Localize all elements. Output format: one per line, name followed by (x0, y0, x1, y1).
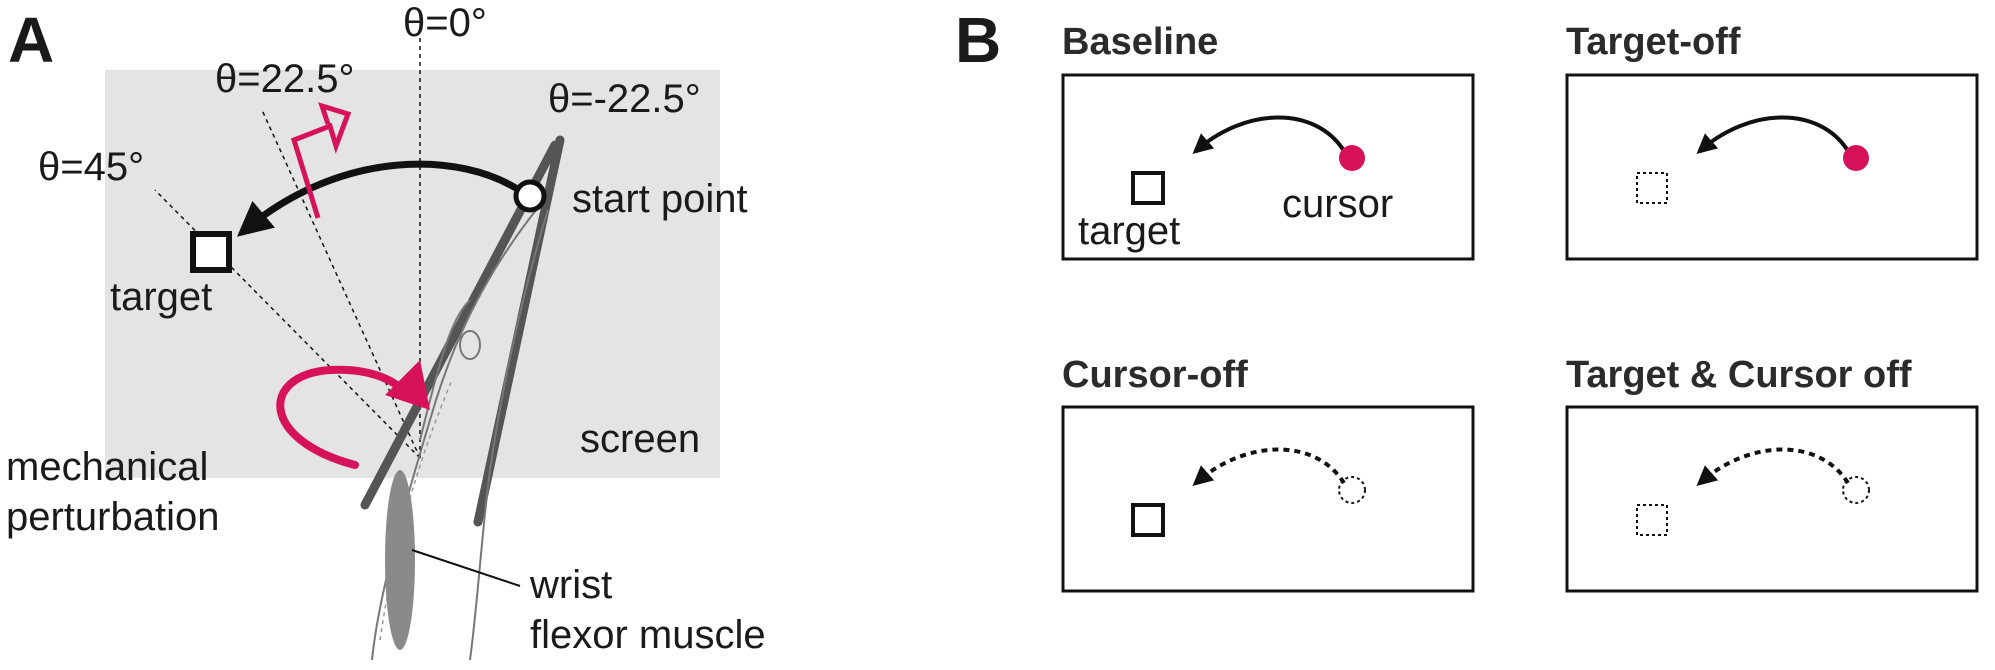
angle-0-label: θ=0° (403, 1, 487, 45)
target-square-icon (190, 231, 232, 273)
cursor-dot-icon (1339, 145, 1365, 171)
condition-title: Cursor-off (1062, 354, 1248, 396)
condition-baseline: Baseline target cursor (1061, 21, 1475, 261)
panel-a: A screen wrist flexor muscle start p (6, 1, 766, 661)
reach-arrow (236, 160, 524, 237)
cursor-label: cursor (1282, 182, 1393, 226)
hidden-cursor-icon (1338, 476, 1366, 504)
hidden-cursor-icon (1842, 476, 1870, 504)
target-label: target (1078, 209, 1180, 253)
movement-path (1192, 447, 1346, 486)
wrist-flexor-muscle (385, 470, 415, 650)
muscle-label-line1: wrist (529, 563, 612, 607)
perturbation-label-line1: mechanical (6, 445, 208, 489)
condition-target-cursor-off: Target & Cursor off (1565, 354, 1979, 593)
condition-target-off: Target-off (1565, 21, 1979, 261)
hidden-target-icon (1636, 172, 1668, 204)
movement-path (1696, 115, 1850, 154)
condition-title: Target & Cursor off (1566, 354, 1912, 396)
condition-screen (1565, 405, 1979, 593)
condition-screen (1565, 73, 1979, 261)
perturbation-label-line2: perturbation (6, 495, 219, 539)
condition-cursor-off: Cursor-off (1061, 354, 1475, 593)
target-square-icon (1131, 171, 1165, 205)
screen-label: screen (580, 417, 700, 461)
condition-title: Baseline (1062, 21, 1218, 63)
hidden-target-icon (1636, 504, 1668, 536)
perturbation-arrowhead-icon (385, 360, 430, 410)
target-square-icon (1131, 503, 1165, 537)
muscle-label-line2: flexor muscle (530, 613, 766, 657)
angle-neg22-label: θ=-22.5° (548, 77, 701, 121)
angle-22-label: θ=22.5° (215, 57, 354, 101)
panel-b-letter: B (955, 4, 1001, 76)
movement-path (1192, 115, 1346, 154)
target-label: target (110, 275, 212, 319)
condition-screen (1061, 73, 1475, 261)
thumb-knuckle (459, 330, 481, 360)
panel-b: B Baseline target cursor Target-off Curs… (955, 4, 1979, 593)
condition-screen (1061, 405, 1475, 593)
movement-path (1696, 447, 1850, 486)
perturbation-arrow (276, 365, 412, 469)
condition-title: Target-off (1566, 21, 1741, 63)
cursor-dot-icon (1843, 145, 1869, 171)
angle-45-label: θ=45° (38, 145, 144, 189)
panel-a-letter: A (8, 4, 54, 76)
start-point-label: start point (572, 177, 748, 221)
start-point-icon (513, 179, 547, 213)
perturbation-flag-icon (290, 102, 352, 219)
